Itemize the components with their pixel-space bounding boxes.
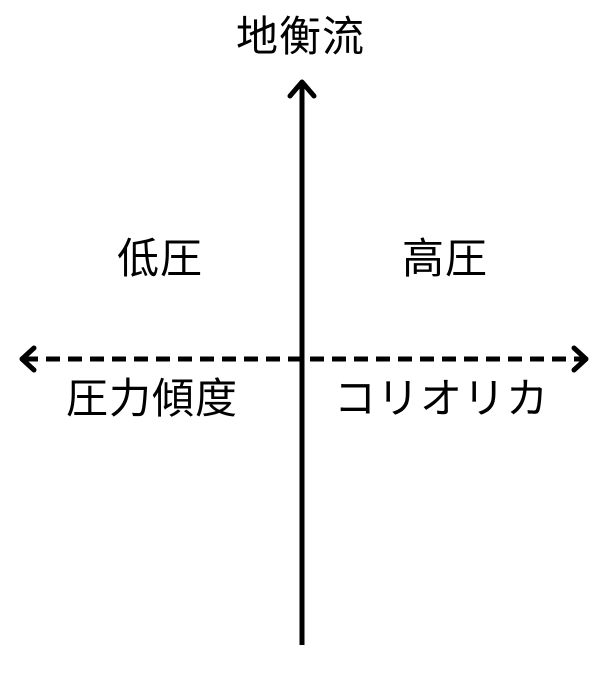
label-low-pressure: 低圧 [117,234,204,283]
label-high-pressure: 高圧 [402,234,489,283]
label-pressure-gradient: 圧力傾度 [66,374,239,423]
diagram-title: 地衡流 [236,12,366,61]
up-arrow-head [287,79,317,99]
left-arrow-head [19,345,37,373]
label-coriolis-force: コリオリカ [334,374,550,423]
right-arrow-head [571,345,589,373]
